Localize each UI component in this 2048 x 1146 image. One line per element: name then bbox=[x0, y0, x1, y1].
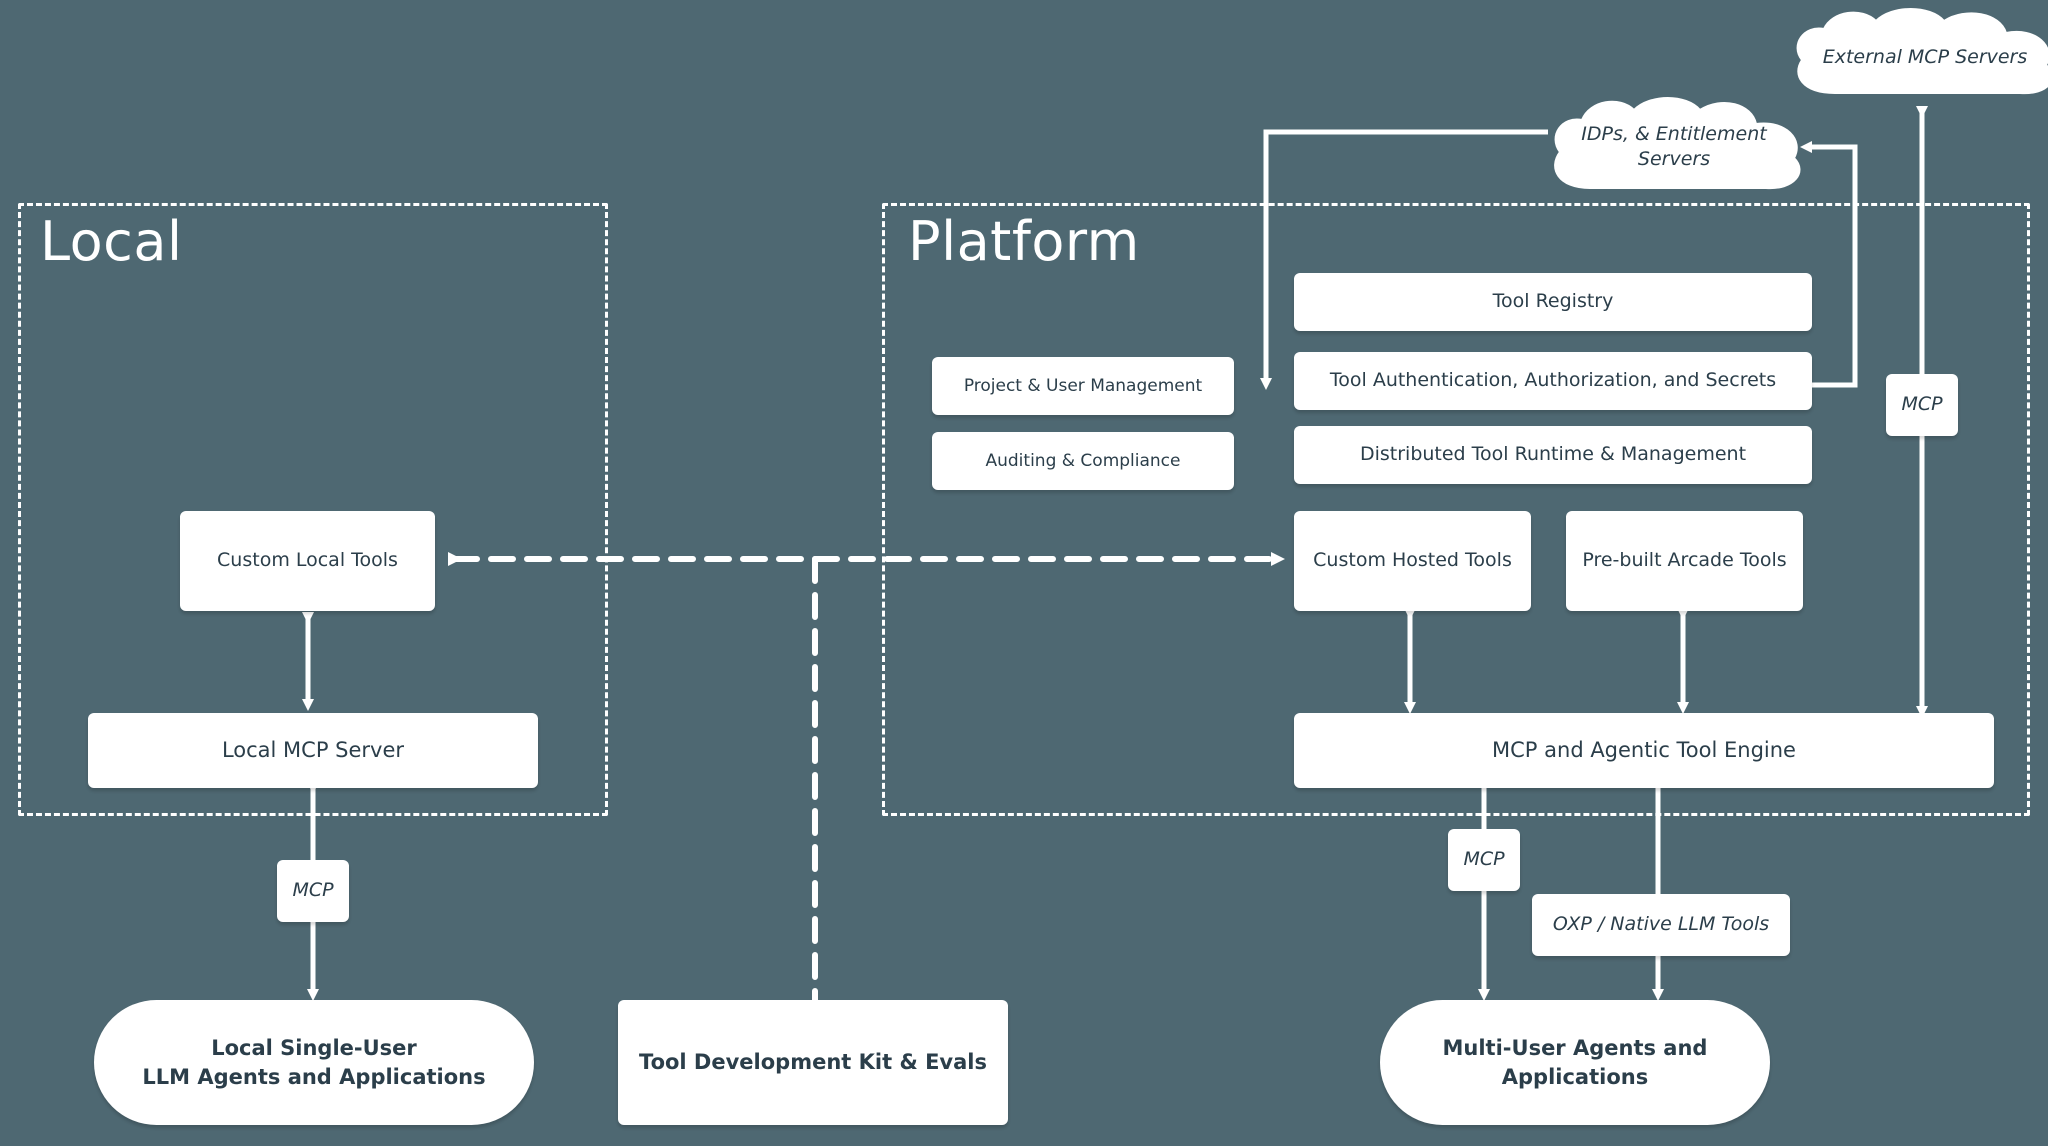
arrow-toolauth-to-idps bbox=[1800, 141, 1858, 388]
node-mcp-agentic-tool-engine-label: MCP and Agentic Tool Engine bbox=[1492, 738, 1796, 763]
label-mcp-local-text: MCP bbox=[292, 879, 334, 902]
arrow-idps-to-project-user-management bbox=[1260, 129, 1548, 390]
label-mcp-local: MCP bbox=[277, 860, 349, 922]
node-custom-local-tools-label: Custom Local Tools bbox=[217, 549, 398, 572]
zone-local bbox=[18, 203, 608, 816]
cloud-idps-entitlement-servers-label: IDPs, & Entitlement Servers bbox=[1581, 123, 1767, 170]
node-project-user-management[interactable]: Project & User Management bbox=[932, 357, 1234, 415]
label-mcp-right-text: MCP bbox=[1901, 393, 1943, 416]
node-local-agents-line1: Local Single-User bbox=[211, 1036, 417, 1061]
node-tool-authentication[interactable]: Tool Authentication, Authorization, and … bbox=[1294, 352, 1812, 410]
node-multi-user-agents-applications[interactable]: Multi-User Agents and Applications bbox=[1380, 1000, 1770, 1125]
node-oxp-native-llm-tools-label: OXP / Native LLM Tools bbox=[1552, 913, 1770, 936]
node-tool-registry[interactable]: Tool Registry bbox=[1294, 273, 1812, 331]
node-prebuilt-arcade-tools-label: Pre-built Arcade Tools bbox=[1582, 549, 1787, 572]
node-tool-development-kit-label: Tool Development Kit & Evals bbox=[639, 1050, 987, 1075]
node-distributed-tool-runtime[interactable]: Distributed Tool Runtime & Management bbox=[1294, 426, 1812, 484]
label-mcp-platform-text: MCP bbox=[1463, 848, 1505, 871]
node-oxp-native-llm-tools[interactable]: OXP / Native LLM Tools bbox=[1532, 894, 1790, 956]
cloud-shape-icon bbox=[1554, 97, 1801, 190]
zone-platform-title: Platform bbox=[908, 210, 1140, 273]
node-auditing-compliance[interactable]: Auditing & Compliance bbox=[932, 432, 1234, 490]
cloud-external-mcp-servers-label: External MCP Servers bbox=[1822, 46, 2028, 69]
node-local-mcp-server[interactable]: Local MCP Server bbox=[88, 713, 538, 788]
node-auditing-compliance-label: Auditing & Compliance bbox=[985, 450, 1181, 471]
node-prebuilt-arcade-tools[interactable]: Pre-built Arcade Tools bbox=[1566, 511, 1803, 611]
label-mcp-platform: MCP bbox=[1448, 829, 1520, 891]
zone-platform bbox=[882, 203, 2030, 816]
node-tool-development-kit[interactable]: Tool Development Kit & Evals bbox=[618, 1000, 1008, 1125]
node-custom-local-tools[interactable]: Custom Local Tools bbox=[180, 511, 435, 611]
node-local-agents-applications[interactable]: Local Single-User LLM Agents and Applica… bbox=[94, 1000, 534, 1125]
cloud-shape-icon bbox=[1796, 8, 2048, 95]
node-multi-user-agents-line2: Applications bbox=[1501, 1064, 1649, 1089]
cloud-external-mcp-servers[interactable]: External MCP Servers bbox=[1780, 5, 2048, 110]
zone-local-title: Local bbox=[40, 210, 183, 273]
node-local-mcp-server-label: Local MCP Server bbox=[221, 738, 405, 763]
node-project-user-management-label: Project & User Management bbox=[963, 375, 1203, 396]
node-custom-hosted-tools-label: Custom Hosted Tools bbox=[1313, 549, 1512, 572]
node-multi-user-agents-line1: Multi-User Agents and bbox=[1442, 1036, 1708, 1061]
node-custom-hosted-tools[interactable]: Custom Hosted Tools bbox=[1294, 511, 1531, 611]
node-mcp-agentic-tool-engine[interactable]: MCP and Agentic Tool Engine bbox=[1294, 713, 1994, 788]
node-tool-registry-label: Tool Registry bbox=[1492, 290, 1614, 313]
label-mcp-right: MCP bbox=[1886, 374, 1958, 436]
node-local-agents-line2: LLM Agents and Applications bbox=[142, 1064, 486, 1089]
cloud-idps-entitlement-servers[interactable]: IDPs, & Entitlement Servers bbox=[1540, 92, 1808, 202]
node-tool-authentication-label: Tool Authentication, Authorization, and … bbox=[1329, 369, 1777, 392]
node-distributed-tool-runtime-label: Distributed Tool Runtime & Management bbox=[1359, 443, 1747, 466]
